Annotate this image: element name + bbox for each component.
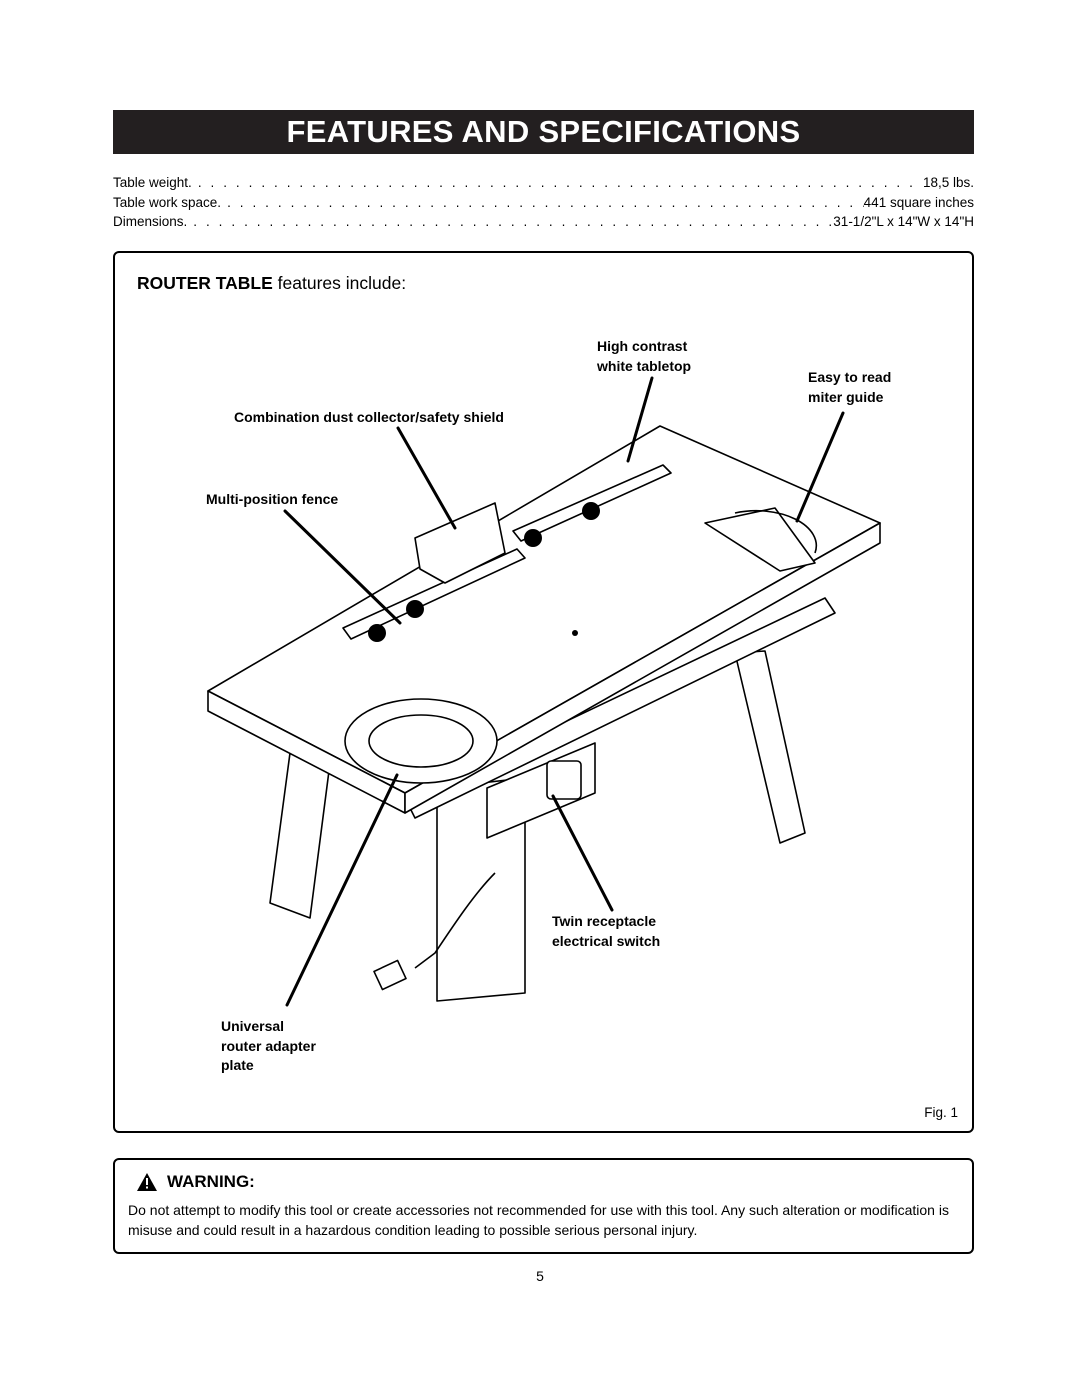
leader-miter xyxy=(795,411,845,523)
page-number: 5 xyxy=(536,1268,544,1284)
plug xyxy=(373,959,407,991)
callout-line: miter guide xyxy=(808,388,884,405)
page-title: FEATURES AND SPECIFICATIONS xyxy=(113,110,974,154)
callout-dust-collector: Combination dust collector/safety shield xyxy=(234,408,504,428)
warning-panel: WARNING: Do not attempt to modify this t… xyxy=(113,1158,974,1254)
leader-switch xyxy=(551,794,614,912)
tabletop-side-edge xyxy=(404,522,881,814)
spec-row-work-space: Table work space. 441 square inches xyxy=(113,195,974,215)
features-panel: ROUTER TABLE features include: xyxy=(113,251,974,1133)
features-heading-product: ROUTER TABLE xyxy=(137,273,273,293)
callout-fence: Multi-position fence xyxy=(206,490,338,510)
adapter-plate-insert xyxy=(368,714,474,768)
callout-line: High contrast xyxy=(597,338,688,354)
spec-label: Dimensions. xyxy=(113,214,188,229)
callout-line: Easy to read xyxy=(808,369,892,385)
features-heading: ROUTER TABLE features include: xyxy=(137,273,406,294)
features-heading-suffix: features include: xyxy=(272,273,407,293)
callout-line: router adapter xyxy=(221,1037,316,1054)
dot-leader xyxy=(221,195,864,210)
callout-line: electrical switch xyxy=(552,932,661,949)
specifications-list: Table weight. 18,5 lbs. Table work space… xyxy=(113,175,974,234)
callout-switch: Twin receptacle electrical switch xyxy=(552,912,660,951)
spec-value: 31-1/2"L x 14"W x 14"H xyxy=(833,214,974,229)
back-right-leg xyxy=(734,650,806,844)
spec-value: 18,5 lbs. xyxy=(922,175,974,190)
miter-guide xyxy=(704,507,816,572)
figure-label: Fig. 1 xyxy=(924,1105,958,1120)
spec-label: Table weight. xyxy=(113,175,192,190)
callout-line: Combination dust collector/safety shield xyxy=(234,409,504,425)
dust-collector xyxy=(414,502,506,584)
leader-dust xyxy=(396,426,457,530)
dot-leader xyxy=(192,175,923,190)
table-apron xyxy=(404,597,836,819)
receptacle xyxy=(546,760,582,800)
warning-text: Do not attempt to modify this tool or cr… xyxy=(128,1202,949,1238)
callout-tabletop: High contrast white tabletop xyxy=(597,337,691,376)
leader-tabletop xyxy=(626,376,654,463)
warning-title: WARNING: xyxy=(167,1172,255,1191)
front-left-leg xyxy=(269,752,331,919)
callout-adapter-plate: Universal router adapter plate xyxy=(221,1017,316,1076)
router-table-illustration xyxy=(207,376,881,1007)
callout-line: white tabletop xyxy=(597,357,692,374)
leader-fence xyxy=(283,509,402,625)
callout-miter-guide: Easy to read miter guide xyxy=(808,368,891,407)
leader-plate xyxy=(285,773,399,1007)
power-cord xyxy=(414,872,496,969)
spec-row-dimensions: Dimensions. 31-1/2"L x 14"W x 14"H xyxy=(113,214,974,234)
dot-leader xyxy=(187,214,833,229)
spec-label: Table work space. xyxy=(113,194,222,210)
callout-line: Universal xyxy=(221,1018,285,1034)
miter-scale xyxy=(734,509,818,554)
callout-line: Multi-position fence xyxy=(206,491,339,507)
spec-value: 441 square inches xyxy=(863,194,974,210)
callout-line: Twin receptacle xyxy=(552,913,657,929)
callout-line: plate xyxy=(221,1057,254,1073)
warning-heading: WARNING: xyxy=(137,1172,255,1192)
spec-row-table-weight: Table weight. 18,5 lbs. xyxy=(113,175,974,195)
warning-triangle-icon xyxy=(137,1173,157,1191)
